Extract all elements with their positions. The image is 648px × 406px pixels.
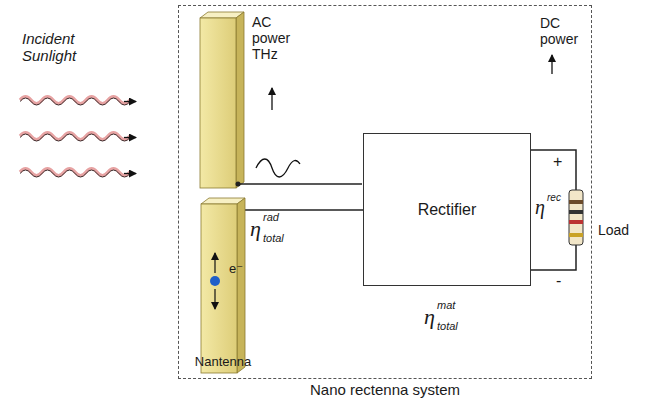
efficiency-symbol: η <box>250 216 261 241</box>
output-wire <box>530 150 576 190</box>
nantenna-top-bar <box>200 12 244 188</box>
feed-point <box>236 182 241 187</box>
system-label: Nano rectenna system <box>179 381 591 398</box>
resistor-symbol <box>569 190 583 245</box>
efficiency-superscript: rec <box>547 192 561 204</box>
dc-arrow <box>551 55 552 74</box>
efficiency-symbol: η <box>424 304 435 329</box>
efficiency-subscript: total <box>437 320 458 333</box>
sunlight-waves <box>20 97 136 178</box>
nantenna-bar: Nantenna <box>193 197 253 375</box>
output-wire <box>530 245 576 270</box>
load-label: Load <box>598 222 629 238</box>
nantenna-bar-shape <box>193 197 253 375</box>
efficiency-superscript: mat <box>437 299 455 312</box>
dc-power-label: DC power <box>540 15 584 47</box>
nantenna-label: Nantenna <box>193 354 253 369</box>
rectifier-label: Rectifier <box>418 201 477 219</box>
feed-wire <box>238 183 362 185</box>
terminal-sign: - <box>556 272 561 290</box>
ac-wave <box>256 159 300 177</box>
feed-line <box>239 209 363 211</box>
ac-power-label: AC power THz <box>252 14 296 62</box>
efficiency-superscript: rad <box>263 211 279 224</box>
sunlight-label: Incident Sunlight <box>22 30 88 65</box>
efficiency-symbol: η <box>535 196 545 219</box>
system-boundary: Nano rectenna systemNantennaRectifier <box>178 5 592 379</box>
ac-arrow <box>271 88 272 110</box>
efficiency-subscript: total <box>263 232 284 245</box>
electron-label: e⁻ <box>229 262 243 277</box>
terminal-sign: + <box>553 153 562 171</box>
rectifier-box: Rectifier <box>363 133 531 286</box>
